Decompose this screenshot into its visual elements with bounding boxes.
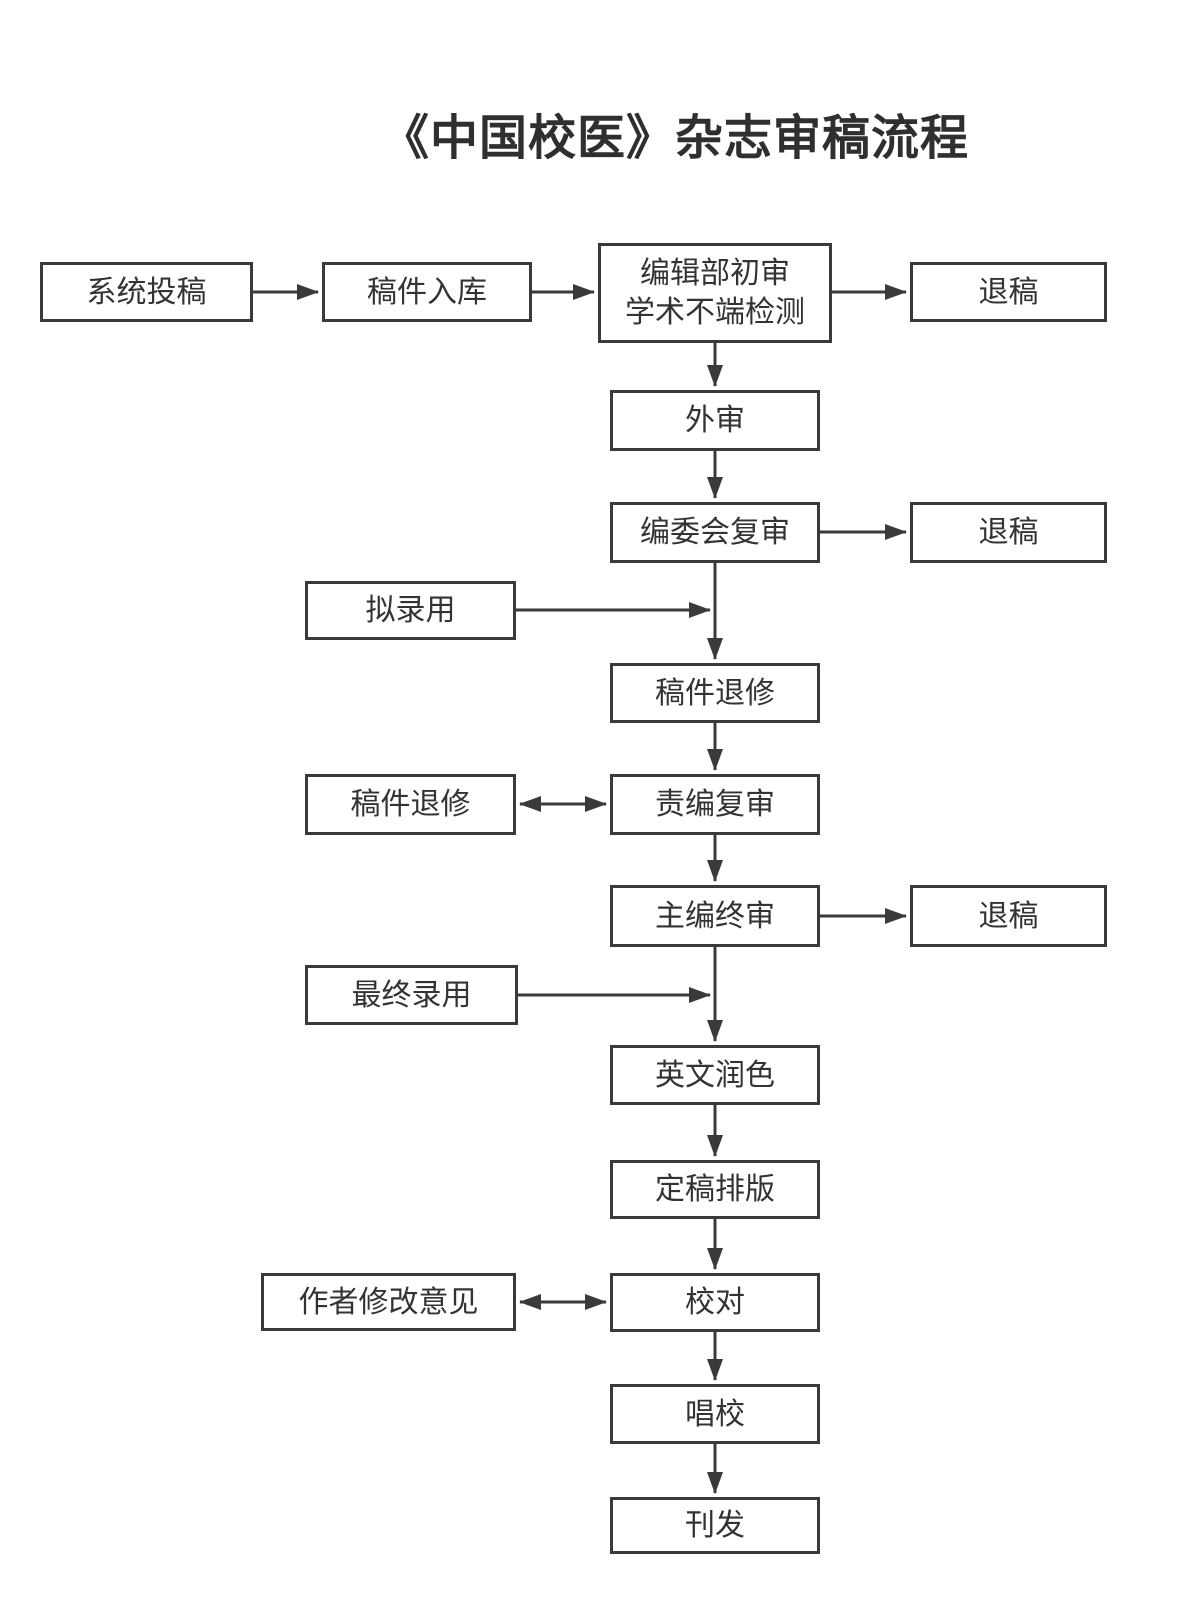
node-publication: 刊发 xyxy=(610,1497,820,1554)
node-label: 校对 xyxy=(685,1286,745,1319)
node-responsible-editor-review: 责编复审 xyxy=(610,774,820,835)
node-editorial-initial-review: 编辑部初审学术不端检测 xyxy=(598,243,832,343)
node-label: 责编复审 xyxy=(655,788,775,821)
node-author-revision-comments: 作者修改意见 xyxy=(261,1273,516,1331)
node-label: 退稿 xyxy=(978,516,1039,549)
node-manuscript-revision-loop: 稿件退修 xyxy=(305,774,516,835)
node-label: 最终录用 xyxy=(351,978,472,1012)
node-label: 定稿排版 xyxy=(655,1173,775,1206)
node-label: 退稿 xyxy=(978,275,1039,309)
node-label: 稿件入库 xyxy=(367,275,487,309)
page-title: 《中国校医》杂志审稿流程 xyxy=(380,112,970,165)
node-label: 编辑部初审 xyxy=(640,257,790,290)
node-label: 退稿 xyxy=(978,899,1039,933)
node-proofreading: 校对 xyxy=(610,1273,820,1332)
node-label: 学术不端检测 xyxy=(625,296,805,329)
node-label: 拟录用 xyxy=(365,594,456,627)
node-manuscript-intake: 稿件入库 xyxy=(322,262,532,322)
node-label: 刊发 xyxy=(685,1509,745,1542)
node-system-submission: 系统投稿 xyxy=(40,262,253,322)
node-reject-after-board-review: 退稿 xyxy=(910,502,1107,563)
node-label: 外审 xyxy=(685,404,745,437)
node-reading-check: 唱校 xyxy=(610,1384,820,1444)
node-label: 稿件退修 xyxy=(350,788,471,821)
node-reject-after-initial-review: 退稿 xyxy=(910,262,1107,322)
node-label: 作者修改意见 xyxy=(298,1285,479,1319)
node-final-typesetting: 定稿排版 xyxy=(610,1160,820,1219)
node-final-acceptance: 最终录用 xyxy=(305,965,518,1025)
node-label: 英文润色 xyxy=(655,1058,775,1092)
node-chief-editor-final-review: 主编终审 xyxy=(610,885,820,947)
node-label: 编委会复审 xyxy=(640,516,790,549)
node-board-second-review: 编委会复审 xyxy=(610,502,820,563)
node-english-polishing: 英文润色 xyxy=(610,1045,820,1105)
node-label: 稿件退修 xyxy=(655,676,775,710)
node-proposed-acceptance: 拟录用 xyxy=(305,581,516,640)
node-reject-after-final-review: 退稿 xyxy=(910,885,1107,947)
node-external-review: 外审 xyxy=(610,390,820,451)
node-label: 主编终审 xyxy=(655,899,775,933)
node-label: 唱校 xyxy=(685,1397,745,1431)
node-manuscript-revision: 稿件退修 xyxy=(610,663,820,723)
node-label: 系统投稿 xyxy=(86,275,207,309)
